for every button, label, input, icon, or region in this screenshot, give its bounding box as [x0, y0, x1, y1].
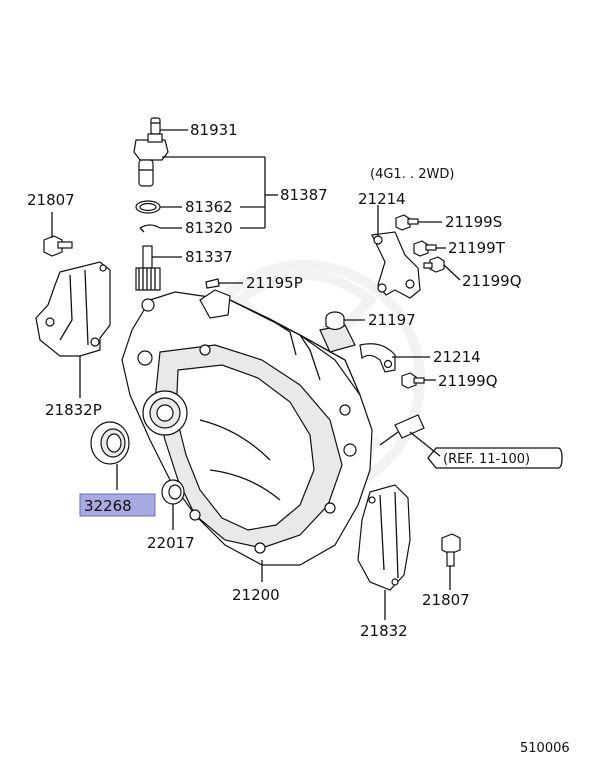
label-21214-lower[interactable]: 21214	[433, 348, 481, 366]
note-4g1-2wd: (4G1. . 2WD)	[370, 167, 454, 182]
label-21832[interactable]: 21832	[360, 622, 408, 640]
plug-21197[interactable]	[325, 311, 345, 331]
bolt-21199Q-upper[interactable]	[423, 256, 445, 273]
label-81337[interactable]: 81337	[185, 248, 233, 266]
label-21807-right[interactable]: 21807	[422, 591, 470, 609]
o-ring-81362[interactable]	[135, 200, 161, 214]
label-21199Q-upper[interactable]: 21199Q	[462, 272, 522, 290]
harness-clip[interactable]	[379, 414, 425, 446]
label-21807-left[interactable]: 21807	[27, 191, 75, 209]
bracket-21214-upper[interactable]	[371, 231, 421, 299]
label-21199S[interactable]: 21199S	[445, 213, 502, 231]
oil-seal-32268[interactable]	[90, 421, 130, 465]
ref-11-100[interactable]: (REF. 11-100)	[443, 452, 530, 467]
bolt-21199Q-lower[interactable]	[401, 372, 425, 389]
label-81362[interactable]: 81362	[185, 198, 233, 216]
cover-21832[interactable]	[357, 484, 411, 591]
label-21832P[interactable]: 21832P	[45, 401, 102, 419]
highlight-32268	[79, 493, 156, 517]
label-81387[interactable]: 81387	[280, 186, 328, 204]
label-21200[interactable]: 21200	[232, 586, 280, 604]
plug-21195P[interactable]	[205, 278, 220, 289]
label-81931[interactable]: 81931	[190, 121, 238, 139]
bolt-21199S[interactable]	[395, 214, 419, 231]
label-21195P[interactable]: 21195P	[246, 274, 303, 292]
cover-21832P[interactable]	[35, 261, 111, 357]
label-21214-upper[interactable]: 21214	[358, 190, 406, 208]
bolt-21807-left[interactable]	[43, 235, 73, 257]
transmission-case-21200[interactable]	[121, 289, 373, 566]
label-22017[interactable]: 22017	[147, 534, 195, 552]
bolt-21199T[interactable]	[413, 240, 437, 257]
label-21199Q-lower[interactable]: 21199Q	[438, 372, 498, 390]
leader-lines	[51, 129, 461, 620]
bracket-21214-lower[interactable]	[359, 343, 396, 373]
ref-note-frame	[427, 447, 563, 469]
label-21197[interactable]: 21197	[368, 311, 416, 329]
oil-seal-22017[interactable]	[161, 479, 185, 505]
label-32268[interactable]: 32268	[84, 497, 132, 515]
clip-81320[interactable]	[139, 224, 161, 233]
label-81320[interactable]: 81320	[185, 219, 233, 237]
bolt-21807-right[interactable]	[441, 533, 461, 567]
label-21199T[interactable]: 21199T	[448, 239, 506, 257]
driven-gear-81337[interactable]	[135, 245, 161, 291]
speed-sensor-81387[interactable]	[133, 133, 169, 187]
bolt-81931[interactable]	[150, 117, 161, 135]
diagram-number: 510006	[520, 741, 570, 756]
